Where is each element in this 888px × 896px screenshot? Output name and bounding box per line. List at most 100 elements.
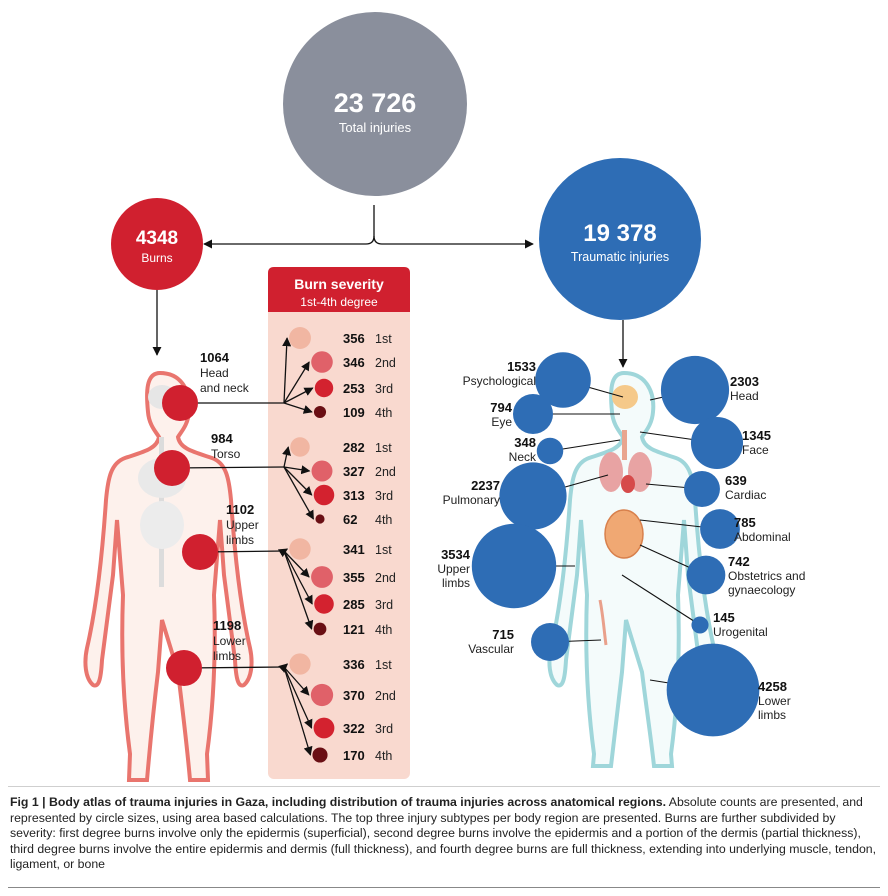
- burn-severity-header-bg: [268, 267, 410, 312]
- trauma-region-circle: [512, 393, 554, 435]
- trauma-region-value: 348: [514, 435, 536, 450]
- burn-severity-circle: [311, 566, 333, 588]
- trauma-region-label: Face: [742, 443, 769, 457]
- trauma-region-label: Urogenital: [713, 625, 768, 639]
- burn-severity-degree: 3rd: [375, 722, 393, 736]
- burn-severity-circle: [310, 683, 334, 707]
- burns-value: 4348: [136, 228, 178, 249]
- trauma-body-heart: [621, 475, 635, 493]
- burn-severity-item: 341 1st: [277, 538, 392, 560]
- burn-severity-circle: [315, 514, 325, 524]
- burn-severity-circle: [289, 653, 311, 675]
- burns-label: Burns: [141, 251, 172, 265]
- trauma-region-label-2: gynaecology: [728, 583, 795, 597]
- burn-region-value: 984: [211, 431, 233, 446]
- burn-severity-value: 253: [343, 381, 365, 396]
- trauma-region-label: Cardiac: [725, 488, 766, 502]
- trauma-body-lung-left: [599, 452, 623, 492]
- burn-region-value: 1198: [213, 618, 241, 633]
- trauma-region-circle: [499, 462, 567, 530]
- figure-caption: Fig 1 | Body atlas of trauma injuries in…: [10, 795, 878, 873]
- trauma-region-circle: [660, 355, 730, 425]
- trauma-region-value: 3534: [441, 547, 471, 562]
- burn-region-label-2: limbs: [213, 649, 241, 663]
- burn-severity-circle: [314, 594, 334, 614]
- body-atlas-diagram: 23 726 Total injuries 4348 Burns 19 378 …: [83, 12, 805, 782]
- burn-severity-value: 109: [343, 405, 365, 420]
- burn-severity-value: 341: [343, 542, 365, 557]
- burn-severity-circle: [289, 327, 311, 349]
- traumatic-injuries-label: Traumatic injuries: [571, 250, 669, 264]
- burn-region-circle: [154, 450, 190, 486]
- total-injuries-label: Total injuries: [339, 120, 412, 135]
- burn-severity-circle: [313, 717, 335, 739]
- burn-severity-circle: [314, 378, 334, 398]
- trauma-regions-group: 1533Psychological794Eye348Neck2237Pulmon…: [437, 352, 805, 737]
- trauma-region-circle: [686, 555, 726, 595]
- burn-region-value: 1102: [226, 502, 254, 517]
- trauma-body-uterus: [604, 509, 644, 559]
- burn-severity-circle: [313, 622, 327, 636]
- traumatic-injuries-circle: [539, 158, 701, 320]
- burn-severity-arrow: [283, 402, 313, 414]
- burn-severity-circle: [290, 437, 310, 457]
- trauma-region-value: 742: [728, 554, 750, 569]
- caption-bottom-divider: [8, 887, 880, 888]
- burn-region-label: Head: [200, 366, 229, 380]
- burn-severity-degree: 3rd: [375, 598, 393, 612]
- trauma-region-label: Upper: [437, 562, 470, 576]
- burn-severity-value: 370: [343, 688, 365, 703]
- burn-severity-circle: [311, 460, 333, 482]
- trauma-region-circle: [684, 471, 720, 507]
- burn-region-circle: [166, 650, 202, 686]
- trauma-region-label: Neck: [509, 450, 537, 464]
- burn-severity-arrow: [278, 663, 289, 673]
- burn-severity-arrow: [283, 465, 311, 475]
- trauma-region-circle: [700, 509, 740, 549]
- burn-severity-value: 336: [343, 657, 365, 672]
- burn-severity-value: 313: [343, 488, 365, 503]
- burn-severity-circle: [312, 747, 328, 763]
- trauma-region-label: Vascular: [468, 642, 514, 656]
- caption-body: Absolute counts are presented, and repre…: [10, 795, 877, 872]
- burn-region-label: Torso: [211, 447, 241, 461]
- burn-region-circle: [182, 534, 218, 570]
- burn-severity-degree: 1st: [375, 543, 392, 557]
- burn-severity-arrow: [283, 550, 313, 605]
- trauma-region-connector: [621, 574, 701, 626]
- trauma-region-label: Eye: [491, 415, 512, 429]
- trauma-region-circle: [536, 437, 564, 465]
- burn-severity-item: 322 3rd: [283, 666, 393, 739]
- trauma-region-circle: [471, 523, 557, 609]
- trauma-region-value: 1345: [742, 428, 771, 443]
- trauma-region-value: 4258: [758, 679, 787, 694]
- burn-severity-degree: 1st: [375, 332, 392, 346]
- total-injuries-value: 23 726: [334, 88, 417, 118]
- burn-severity-value: 322: [343, 721, 365, 736]
- burn-severity-arrow: [283, 666, 313, 756]
- trauma-body-trachea: [622, 430, 627, 460]
- burn-region-value: 1064: [200, 350, 230, 365]
- burn-severity-value: 282: [343, 440, 365, 455]
- traumatic-injuries-node: 19 378 Traumatic injuries: [539, 158, 701, 320]
- trauma-region-circle: [531, 623, 569, 661]
- burn-severity-circle: [289, 538, 311, 560]
- trauma-region-label: Head: [730, 389, 759, 403]
